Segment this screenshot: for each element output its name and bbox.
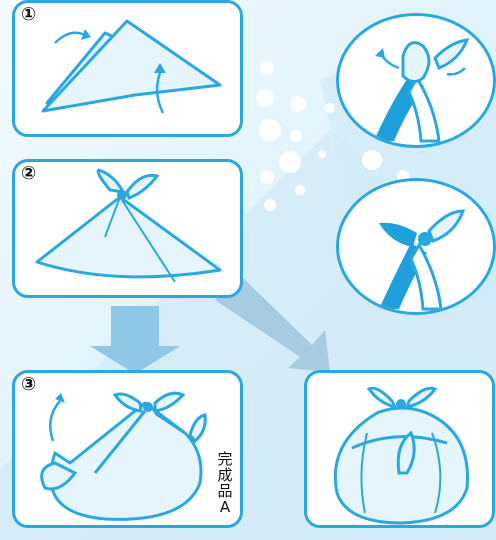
knot-finished-detail-illustration — [379, 209, 466, 311]
step-1-panel: ① — [12, 0, 243, 137]
step-2-number: ② — [21, 163, 37, 184]
completed-label-a: 完成品A — [217, 450, 233, 516]
step-3-panel: ③ 完成品A — [12, 370, 243, 528]
cloth-folded-illustration — [41, 19, 222, 114]
knot-tying-detail-illustration — [374, 38, 470, 143]
knot-detail-oval-1 — [336, 13, 496, 148]
final-result-panel — [304, 370, 495, 528]
step-1-number: ① — [21, 4, 37, 25]
arrow-diagonal — [215, 275, 330, 372]
bag-with-handle-illustration — [40, 391, 207, 521]
step-3-number: ③ — [21, 374, 37, 395]
knot-detail-oval-2 — [336, 178, 496, 315]
step-2-panel: ② — [12, 159, 243, 298]
arrow-down — [90, 306, 180, 374]
wrapped-bundle-illustration — [333, 386, 469, 525]
cloth-knot-top-illustration — [35, 168, 222, 283]
